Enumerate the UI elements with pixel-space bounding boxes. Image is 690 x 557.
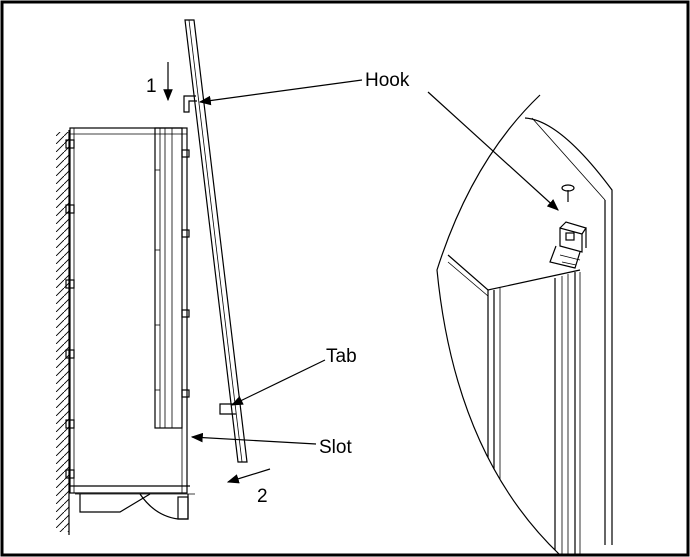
wall [56,130,70,535]
step-2-label: 2 [257,486,268,507]
cover-panel [183,19,248,463]
hook-leader-line [198,79,363,106]
step-2-arrow [226,468,271,484]
slot-label: Slot [319,437,352,458]
tab-label: Tab [326,346,357,367]
slot-leader-line [190,432,317,445]
step-1-label: 1 [146,76,157,97]
tab-leader-line [230,359,326,406]
hook-label: Hook [365,70,410,91]
enclosure-side-view [65,127,195,520]
hook-detail-view [436,94,613,556]
